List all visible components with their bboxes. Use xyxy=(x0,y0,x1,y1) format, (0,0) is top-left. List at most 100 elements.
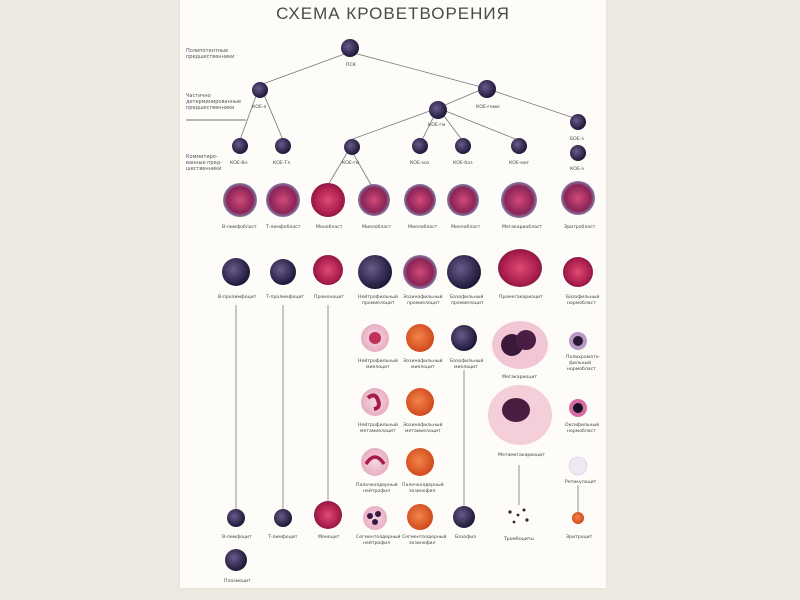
cell-eos-seg xyxy=(407,504,433,530)
label-t-lymphocyte: Т-лимфоцит xyxy=(267,534,298,540)
cell-labels: ПСК КОЕ-л КОЕ-гемм КОЕ-гм КОЕ-Вл КОЕ-Тл … xyxy=(218,62,602,584)
label-koe-gemm: КОЕ-гемм xyxy=(476,104,500,110)
label-boe-e: БОЕ-э xyxy=(570,136,584,142)
label-plasmocyte: Плазмоцит xyxy=(224,578,251,584)
label-koe-meg: КОЕ-мег xyxy=(509,160,530,166)
cell-t-prolymphocyte xyxy=(270,259,296,285)
cell-koe-meg xyxy=(511,138,527,154)
label-myeloblast-3: Миелобласт xyxy=(451,224,481,230)
cell-myeloblast-1 xyxy=(358,184,390,216)
label-oxy-normoblast: Оксифильный нормобласт xyxy=(565,421,601,434)
label-koe-e: КОЕ-э xyxy=(570,166,584,172)
label-bas-myelocyte: Базофильный миелоцит xyxy=(450,357,485,370)
side-label-committed: Коммитиро- ванные пред- шественники xyxy=(186,154,224,172)
cell-megakaryoblast xyxy=(501,182,537,218)
hematopoiesis-diagram: Полипотентные предшественники Частично д… xyxy=(186,39,602,584)
label-t-prolymphocyte: Т-пролимфоцит xyxy=(265,294,304,300)
label-bas-promyelocyte: Базофильный промиелоцит xyxy=(450,293,485,306)
cell-bas-promyelocyte xyxy=(447,255,481,289)
cell-neut-band xyxy=(361,448,389,476)
cell-b-lymphocyte xyxy=(227,509,245,527)
label-myeloblast-1: Миелобласт xyxy=(362,224,392,230)
label-erythroblast: Эритробласт xyxy=(564,224,596,230)
label-koe-gm2: КОЕ-гм xyxy=(342,160,360,166)
scheme-sheet: СХЕМА КРОВЕТВОРЕНИЯ Полипотентные пре xyxy=(180,0,606,588)
cell-reticulocyte xyxy=(568,456,588,476)
cell-bas-myelocyte xyxy=(451,325,477,351)
label-neut-seg: Сегментоядерный нейтрофил xyxy=(356,533,402,546)
label-bas-normoblast: Базофильный нормобласт xyxy=(566,293,601,306)
label-eos-myelocyte: Эозинофильный миелоцит xyxy=(403,357,444,370)
label-megakaryocyte: Мегакариоцит xyxy=(502,374,537,380)
cell-basophil xyxy=(453,506,475,528)
cells xyxy=(222,39,595,571)
cell-boe-e xyxy=(570,114,586,130)
label-koe-bl: КОЕ-Вл xyxy=(230,160,248,166)
cell-myeloblast-2 xyxy=(404,184,436,216)
side-label-pluripotent: Полипотентные предшественники xyxy=(186,48,234,60)
label-neut-band: Палочкоядерный нейтрофил xyxy=(356,481,399,494)
cell-neut-promyelocyte xyxy=(358,255,392,289)
label-neut-promyelocyte: Нейтрофильный промиелоцит xyxy=(358,293,399,306)
cell-erythroblast xyxy=(561,181,595,215)
label-thrombocytes: Тромбоциты xyxy=(503,536,534,542)
cell-b-lymphoblast xyxy=(223,183,257,217)
cell-eos-promyelocyte xyxy=(403,255,437,289)
cell-koe-gm xyxy=(429,101,447,119)
label-neut-myelocyte: Нейтрофильный миелоцит xyxy=(358,357,399,370)
label-eos-promyelocyte: Эозинофильный промиелоцит xyxy=(403,293,444,306)
cell-koe-l xyxy=(252,82,268,98)
label-b-prolymphocyte: В-пролимфоцит xyxy=(218,294,257,300)
label-t-lymphoblast: Т-лимфобласт xyxy=(265,224,301,230)
label-monoblast: Монобласт xyxy=(316,224,343,230)
label-koe-tl: КОЕ-Тл xyxy=(273,160,290,166)
cell-koe-baz xyxy=(455,138,471,154)
label-megakaryoblast: Мегакариобласт xyxy=(502,224,542,230)
cell-t-lymphocyte xyxy=(274,509,292,527)
cell-eos-metamyelocyte xyxy=(406,388,434,416)
cell-bas-normoblast xyxy=(563,257,593,287)
cell-monocyte xyxy=(314,501,342,529)
label-b-lymphoblast: В-лимфобласт xyxy=(222,224,257,230)
cell-eos-band xyxy=(406,448,434,476)
label-koe-baz: КОЕ-баз xyxy=(453,160,473,166)
cell-koe-bl xyxy=(232,138,248,154)
cell-psk xyxy=(341,39,359,57)
cell-eos-myelocyte xyxy=(406,324,434,352)
label-polychrom-normoblast: Полихромато- фильный нормобласт xyxy=(566,354,602,372)
cell-koe-gemm xyxy=(478,80,496,98)
label-monocyte: Моноцит xyxy=(318,534,340,540)
label-koe-eoz: КОЕ-эоз xyxy=(410,160,430,166)
cell-myeloblast-3 xyxy=(447,184,479,216)
cell-promegakaryocyte xyxy=(498,249,542,287)
cell-plasmocyte xyxy=(225,549,247,571)
cell-monoblast xyxy=(311,183,345,217)
label-eos-seg: Сегментоядерный эозинофил xyxy=(402,533,448,546)
cell-koe-eoz xyxy=(412,138,428,154)
label-basophil: Базофил xyxy=(455,534,476,540)
label-psk: ПСК xyxy=(346,62,357,68)
label-eos-band: Палочкоядерный эозинофил xyxy=(402,481,445,494)
cell-koe-tl xyxy=(275,138,291,154)
label-promegakaryocyte: Промегакариоцит xyxy=(499,294,543,300)
cell-neut-seg xyxy=(363,506,387,530)
label-reticulocyte: Ретикулоцит xyxy=(565,479,597,485)
cell-erythrocyte xyxy=(572,512,584,524)
label-myeloblast-2: Миелобласт xyxy=(408,224,438,230)
cell-thrombocytes xyxy=(508,508,529,524)
label-b-lymphocyte: В-лимфоцит xyxy=(222,534,252,540)
label-erythrocyte: Эритроцит xyxy=(566,534,593,540)
label-neut-metamyelocyte: Нейтрофильный метамиелоцит xyxy=(358,421,399,434)
cell-neut-metamyelocyte xyxy=(361,388,389,416)
cell-t-lymphoblast xyxy=(266,183,300,217)
cell-b-prolymphocyte xyxy=(222,258,250,286)
label-eos-metamyelocyte: Эозинофильный метамиелоцит xyxy=(403,421,444,434)
label-koe-gm: КОЕ-гм xyxy=(428,122,446,128)
side-label-partial: Частично детерминированные предшественни… xyxy=(186,93,243,111)
label-promonocyte: Промоноцит xyxy=(314,294,344,300)
side-labels: Полипотентные предшественники Частично д… xyxy=(186,48,246,172)
label-metamegakaryocyte: Метамегакариоцит xyxy=(498,452,545,458)
cell-koe-gm2 xyxy=(344,139,360,155)
cell-promonocyte xyxy=(313,255,343,285)
page-title: СХЕМА КРОВЕТВОРЕНИЯ xyxy=(276,4,510,23)
